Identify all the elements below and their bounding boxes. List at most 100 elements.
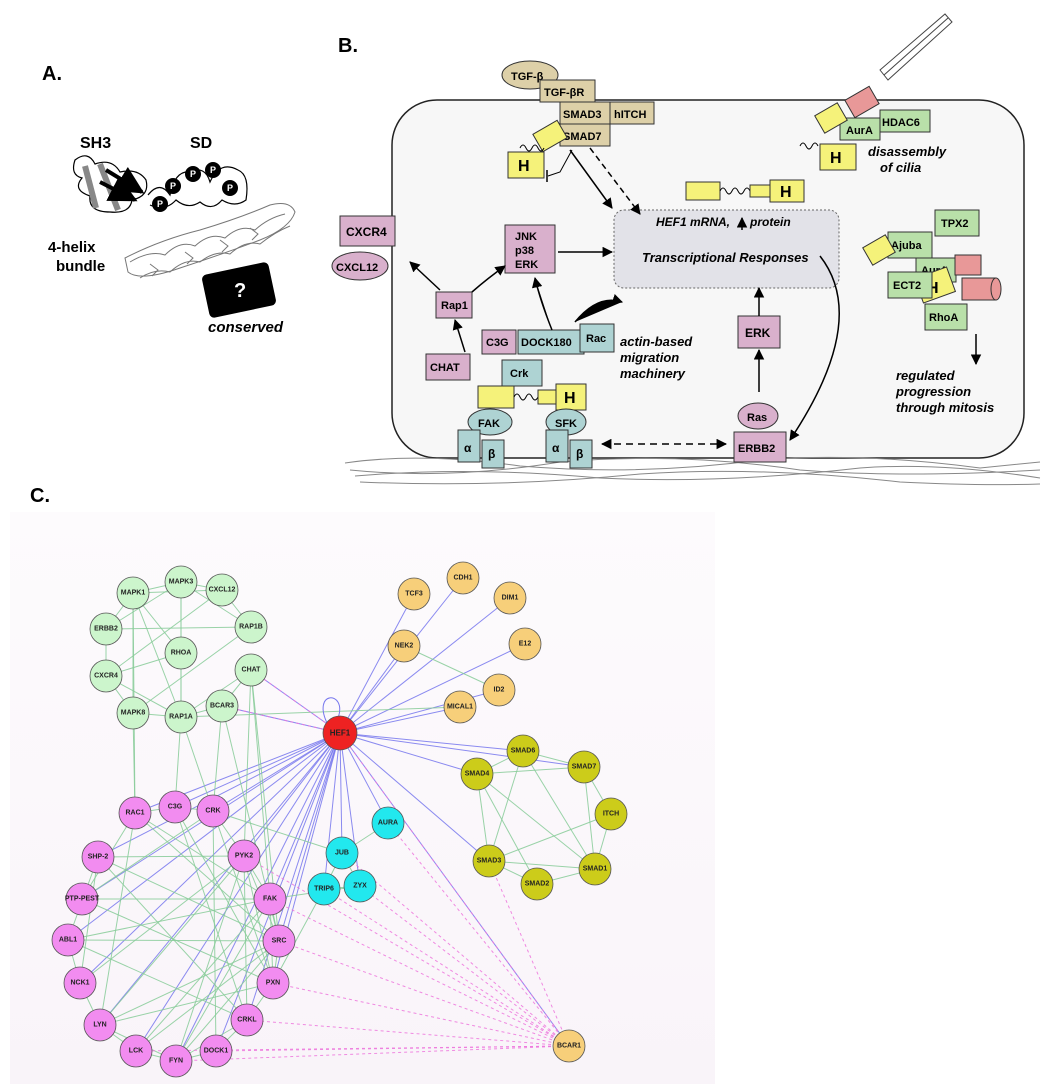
node-rap1b xyxy=(234,610,268,644)
node-label-nek2: NEK2 xyxy=(395,643,414,650)
node-label-cxcl12: CXCL12 xyxy=(209,587,236,594)
node-rac1 xyxy=(118,796,152,830)
chat-label: CHAT xyxy=(430,362,460,374)
cxcl12-label: CXCL12 xyxy=(336,262,378,274)
panel-a-label: A. xyxy=(42,63,62,85)
node-label-rap1b: RAP1B xyxy=(239,624,263,631)
edge-BCAR1-PYK2 xyxy=(243,855,570,1047)
edge-SMAD4-SMAD2 xyxy=(476,773,538,885)
edge-ABL1-CRKL xyxy=(67,939,248,1021)
node-label-zyx: ZYX xyxy=(353,883,367,890)
edge-FAK-ABL1 xyxy=(67,898,271,941)
edge-PYK2-CRKL xyxy=(243,855,248,1021)
node-erbb2 xyxy=(89,612,123,646)
regulated-line2: progression xyxy=(895,384,971,399)
node-zyx xyxy=(343,869,377,903)
edge-SMAD3-SMAD1 xyxy=(488,860,596,870)
fak-label: FAK xyxy=(478,418,500,430)
node-label-smad6: SMAD6 xyxy=(511,748,536,755)
node-hef1 xyxy=(322,715,358,751)
edge-HEF1-NEK2 xyxy=(339,645,405,734)
edge-HEF1-E12 xyxy=(339,643,526,734)
node-label-id2: ID2 xyxy=(494,687,505,694)
node-label-rac1: RAC1 xyxy=(125,810,144,817)
node-label-dim1: DIM1 xyxy=(502,595,519,602)
edge-C3G-CRKL xyxy=(174,806,248,1021)
edge-RAP1A-CRK xyxy=(180,716,214,812)
edge-HEF1-CHAT xyxy=(250,669,341,734)
node-label-jub: JUB xyxy=(335,850,349,857)
edge-HEF1-SHP-2 xyxy=(97,732,341,858)
svg-text:P: P xyxy=(170,181,176,191)
aura-label-cilia: AurA xyxy=(846,125,873,137)
node-label-c3g: C3G xyxy=(168,804,183,811)
jnk-label: JNK xyxy=(515,231,537,243)
edge-SMAD7-SMAD4 xyxy=(476,766,585,775)
node-label-smad4: SMAD4 xyxy=(465,771,490,778)
transcription-box xyxy=(613,209,840,289)
node-jub xyxy=(325,836,359,870)
sd-domain-shape xyxy=(147,166,248,209)
edge-HEF1-SMAD6 xyxy=(339,732,524,752)
disassembly-line1: disassembly xyxy=(868,144,947,159)
panel-c-label: C. xyxy=(30,485,50,507)
edge-TRIP6-PXN xyxy=(272,888,325,984)
sfk-label: SFK xyxy=(555,418,577,430)
cilium xyxy=(879,13,953,81)
edge-SHP-2-PYK2 xyxy=(97,855,245,858)
disassembly-line2: of cilia xyxy=(880,160,921,175)
actin-line2: migration xyxy=(620,350,679,365)
edge-CHAT-FAK xyxy=(250,669,271,900)
edge-NCK1-PYK2 xyxy=(79,855,245,984)
edge-LCK-SRC xyxy=(135,940,280,1052)
node-mical1 xyxy=(443,690,477,724)
node-c3g xyxy=(158,790,192,824)
conserved-region-box xyxy=(202,262,276,318)
four-helix-bundle xyxy=(124,203,296,279)
question-mark: ? xyxy=(234,280,246,302)
node-pxn xyxy=(256,966,290,1000)
node-lck xyxy=(119,1034,153,1068)
node-label-nck1: NCK1 xyxy=(70,980,89,987)
edge-RAC1-SRC xyxy=(134,812,280,942)
h-label-adhesion: H xyxy=(564,390,576,407)
edge-HEF1-FAK xyxy=(269,732,341,900)
node-e12 xyxy=(508,627,542,661)
node-label-fyn: FYN xyxy=(169,1058,183,1065)
node-label-chat: CHAT xyxy=(242,667,262,674)
node-label-dock1: DOCK1 xyxy=(204,1048,229,1055)
edge-HEF1-SRC xyxy=(278,732,341,942)
edge-BCAR3-CRK xyxy=(212,705,223,812)
node-id2 xyxy=(482,673,516,707)
hdac6-label: HDAC6 xyxy=(882,117,920,129)
extracellular-matrix xyxy=(344,456,1041,486)
node-aura xyxy=(371,806,405,840)
node-label-pxn: PXN xyxy=(266,980,280,987)
actin-line1: actin-based xyxy=(620,334,693,349)
node-label-bcar1: BCAR1 xyxy=(557,1043,581,1050)
node-fyn xyxy=(159,1044,193,1078)
node-label-ptp-pest: PTP-PEST xyxy=(65,896,100,903)
h-label-mitosis: H xyxy=(927,280,939,297)
node-label-fak: FAK xyxy=(263,896,277,903)
edge-FAK-LCK xyxy=(135,898,271,1052)
edge-BCAR1-FAK xyxy=(269,898,570,1047)
node-label-mical1: MICAL1 xyxy=(447,704,473,711)
edge-C3G-PXN xyxy=(174,806,274,984)
node-tcf3 xyxy=(397,577,431,611)
edge-HEF1-TCF3 xyxy=(339,593,415,734)
node-cxcl12 xyxy=(205,573,239,607)
hef1-mrna-label: HEF1 mRNA, xyxy=(656,215,730,229)
c3g-label: C3G xyxy=(486,337,509,349)
node-label-bcar3: BCAR3 xyxy=(210,703,234,710)
node-cdh1 xyxy=(446,561,480,595)
node-lyn xyxy=(83,1008,117,1042)
edge-RAP1B-MAPK8 xyxy=(132,626,252,714)
node-label-mapk1: MAPK1 xyxy=(121,590,146,597)
node-rap1a xyxy=(164,700,198,734)
erk-label: ERK xyxy=(745,326,771,340)
tgfb-label: TGF-β xyxy=(511,71,544,83)
node-label-aura: AURA xyxy=(378,820,398,827)
